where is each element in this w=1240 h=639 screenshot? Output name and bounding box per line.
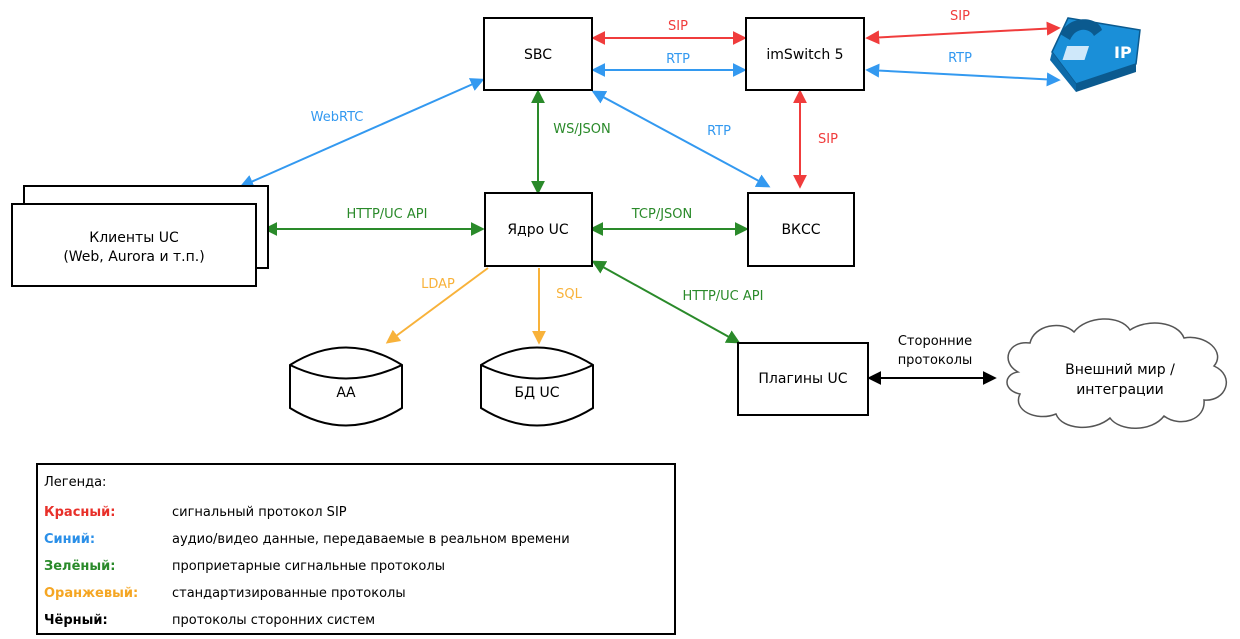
node-plugins: Плагины UC bbox=[737, 342, 869, 416]
node-bd-database: БД UC bbox=[480, 346, 594, 427]
edge-core-vkss-tcp: TCP/JSON bbox=[589, 207, 749, 236]
edge-sbc-imswitch-sip: SIP bbox=[591, 19, 747, 45]
label-rtp: RTP bbox=[707, 124, 731, 139]
legend-description: протоколы сторонних систем bbox=[172, 613, 376, 628]
label-rtp: RTP bbox=[666, 52, 690, 67]
label-third-party-line1: Сторонние bbox=[898, 334, 972, 349]
legend-box: Легенда: Красный: сигнальный протокол SI… bbox=[36, 463, 676, 635]
legend-description: стандартизированные протоколы bbox=[172, 586, 406, 601]
legend-item-red: Красный: сигнальный протокол SIP bbox=[44, 505, 670, 523]
label-sip: SIP bbox=[950, 9, 970, 24]
node-label: АА bbox=[336, 385, 356, 401]
edge-imswitch-vkss-sip: SIP bbox=[793, 89, 838, 189]
node-label: Ядро UC bbox=[507, 222, 569, 238]
label-tcp-json: TCP/JSON bbox=[631, 207, 693, 222]
node-label: Плагины UC bbox=[758, 371, 847, 387]
label-ldap: LDAP bbox=[421, 277, 455, 292]
node-label-line2: интеграции bbox=[1076, 382, 1164, 398]
node-label-line2: (Web, Aurora и т.п.) bbox=[63, 249, 204, 265]
node-label: SBC bbox=[524, 47, 552, 63]
node-clients: Клиенты UC (Web, Aurora и т.п.) bbox=[11, 185, 269, 287]
legend-color-name: Синий: bbox=[44, 532, 96, 547]
label-http-uc-api: HTTP/UC API bbox=[347, 207, 428, 222]
label-rtp: RTP bbox=[948, 51, 972, 66]
node-core: Ядро UC bbox=[484, 192, 593, 267]
edge-sbc-core-ws: WS/JSON bbox=[531, 89, 611, 195]
legend-item-orange: Оранжевый: стандартизированные протоколы bbox=[44, 586, 670, 604]
legend-color-name: Красный: bbox=[44, 505, 116, 520]
edge-clients-sbc-webrtc: WebRTC bbox=[239, 78, 485, 188]
node-sbc: SBC bbox=[483, 17, 593, 91]
node-label: БД UC bbox=[514, 385, 559, 401]
phone-badge: IP bbox=[1114, 43, 1132, 62]
legend-item-green: Зелёный: проприетарные сигнальные проток… bbox=[44, 559, 670, 577]
edge-sbc-vkss-rtp: RTP bbox=[591, 90, 771, 188]
label-third-party-line2: протоколы bbox=[898, 353, 973, 368]
node-external-world-cloud: Внешний мир / интеграции bbox=[1006, 318, 1227, 429]
edge-sbc-imswitch-rtp: RTP bbox=[591, 52, 747, 77]
edge-core-bd-sql: SQL bbox=[532, 268, 583, 345]
node-label-line1: Внешний мир / bbox=[1065, 362, 1175, 378]
legend-item-black: Чёрный: протоколы сторонних систем bbox=[44, 613, 670, 631]
node-aa-database: АА bbox=[289, 346, 403, 427]
edge-imswitch-phone-sip: SIP bbox=[865, 9, 1061, 45]
legend-item-blue: Синий: аудио/видео данные, передаваемые … bbox=[44, 532, 670, 550]
edge-core-plugins-http: HTTP/UC API bbox=[591, 260, 764, 344]
legend-description: проприетарные сигнальные протоколы bbox=[172, 559, 445, 574]
legend-color-name: Чёрный: bbox=[44, 613, 108, 628]
label-http-uc-api: HTTP/UC API bbox=[683, 289, 764, 304]
legend-title: Легенда: bbox=[44, 475, 107, 490]
ip-phone-icon: IP bbox=[1050, 17, 1141, 92]
label-ws-json: WS/JSON bbox=[553, 122, 611, 137]
node-label: ВКСС bbox=[781, 222, 820, 238]
label-sip: SIP bbox=[818, 132, 838, 147]
label-sip: SIP bbox=[668, 19, 688, 34]
legend-color-name: Зелёный: bbox=[44, 559, 116, 574]
edge-clients-core-http: HTTP/UC API bbox=[263, 207, 485, 236]
label-webrtc: WebRTC bbox=[311, 110, 364, 125]
node-vkss: ВКСС bbox=[747, 192, 855, 267]
legend-description: аудио/видео данные, передаваемые в реаль… bbox=[172, 532, 570, 547]
label-sql: SQL bbox=[556, 287, 582, 302]
legend-description: сигнальный протокол SIP bbox=[172, 505, 347, 520]
legend-color-name: Оранжевый: bbox=[44, 586, 139, 601]
edge-core-aa-ldap: LDAP bbox=[385, 267, 489, 344]
edge-plugins-world: Сторонние протоколы bbox=[867, 334, 997, 385]
node-imswitch: imSwitch 5 bbox=[745, 17, 865, 91]
node-label: imSwitch 5 bbox=[766, 47, 843, 63]
node-label-line1: Клиенты UC bbox=[89, 230, 179, 246]
edge-imswitch-phone-rtp: RTP bbox=[865, 51, 1061, 87]
